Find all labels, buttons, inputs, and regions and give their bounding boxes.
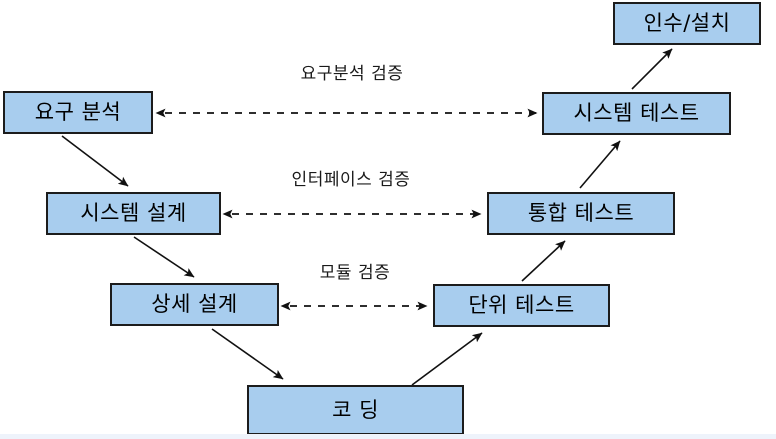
label-interface-verification: 인터페이스 검증: [291, 170, 411, 190]
node-acceptance-install[interactable]: 인수/설치: [613, 2, 761, 45]
node-system-test[interactable]: 시스템 테스트: [542, 92, 731, 135]
node-coding[interactable]: 코 딩: [247, 385, 464, 435]
arrow-unit-to-integration-test: [521, 240, 566, 282]
node-unit-test[interactable]: 단위 테스트: [433, 284, 610, 327]
bottom-divider: [0, 434, 776, 439]
verification-arrows: [155, 108, 538, 311]
node-integration-test[interactable]: 통합 테스트: [487, 192, 675, 235]
node-label: 상세 설계: [151, 292, 238, 316]
testing-arm-arrows: [411, 48, 673, 386]
node-label: 요구 분석: [34, 100, 122, 124]
node-label: 시스템 테스트: [573, 101, 700, 125]
node-detailed-design[interactable]: 상세 설계: [110, 283, 279, 326]
arrow-integration-to-system-test: [579, 140, 621, 189]
node-system-design[interactable]: 시스템 설계: [46, 192, 221, 235]
node-requirements-analysis[interactable]: 요구 분석: [3, 91, 153, 134]
node-label: 시스템 설계: [80, 201, 187, 225]
arrow-system-design-to-detailed: [133, 236, 195, 278]
label-requirements-verification: 요구분석 검증: [300, 64, 404, 84]
node-label: 단위 테스트: [468, 293, 575, 317]
node-label: 코 딩: [332, 397, 379, 422]
label-module-verification: 모듈 검증: [319, 263, 391, 283]
node-label: 인수/설치: [643, 11, 731, 35]
development-arm-arrows: [61, 135, 284, 380]
arrow-detailed-to-coding: [211, 328, 284, 380]
arrow-system-test-to-acceptance: [631, 48, 673, 90]
arrow-coding-to-unit-test: [411, 332, 483, 386]
arrow-requirements-to-system-design: [61, 135, 129, 187]
node-label: 통합 테스트: [527, 201, 635, 225]
